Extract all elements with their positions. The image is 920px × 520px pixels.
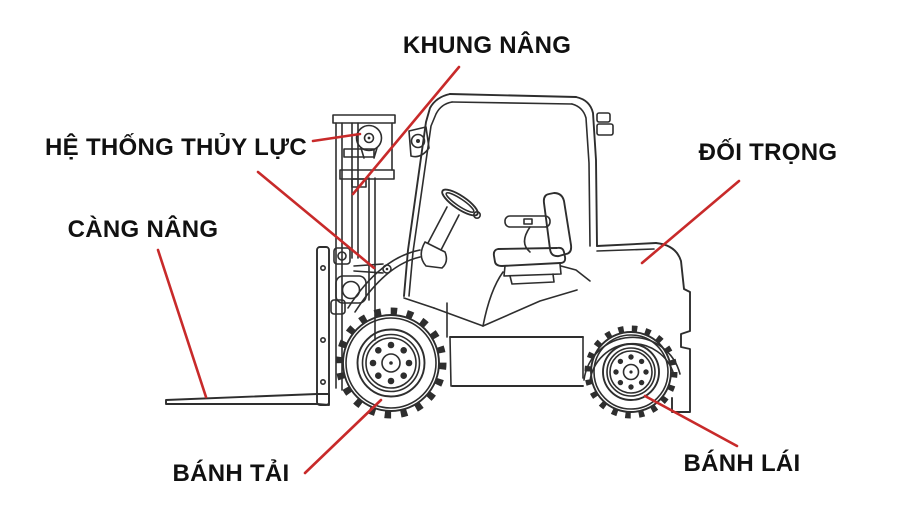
- body: [347, 249, 591, 387]
- leader-line-cang-nang: [156, 248, 208, 399]
- leader-lines: [156, 65, 741, 475]
- front-light: [408, 126, 430, 158]
- label-cang-nang: CÀNG NÂNG: [67, 216, 219, 243]
- label-banh-tai: BÁNH TẢI: [172, 460, 290, 487]
- fork-blade: [165, 393, 330, 406]
- label-banh-lai: BÁNH LÁI: [683, 450, 801, 477]
- label-doi-trong: ĐỐI TRỌNG: [698, 139, 838, 166]
- forklift-drawing: [165, 93, 691, 419]
- seat: [492, 192, 573, 285]
- leader-line-banh-lai: [643, 394, 739, 448]
- steering-wheel: [420, 188, 481, 269]
- steer-wheel: [584, 325, 678, 419]
- leader-line-banh-tai: [303, 398, 383, 475]
- leader-line-doi-trong: [640, 179, 741, 265]
- leader-line-he-thong-thuy-luc: [256, 170, 376, 270]
- fork-carriage: [165, 246, 351, 406]
- label-khung-nang: KHUNG NÂNG: [402, 32, 572, 59]
- leader-line-he-thong-thuy-luc: [311, 132, 362, 143]
- label-he-thong-thuy-luc: HỆ THỐNG THỦY LỰC: [45, 134, 307, 161]
- leader-line-khung-nang: [351, 65, 461, 196]
- overhead-guard: [403, 93, 614, 297]
- load-wheel: [335, 307, 447, 419]
